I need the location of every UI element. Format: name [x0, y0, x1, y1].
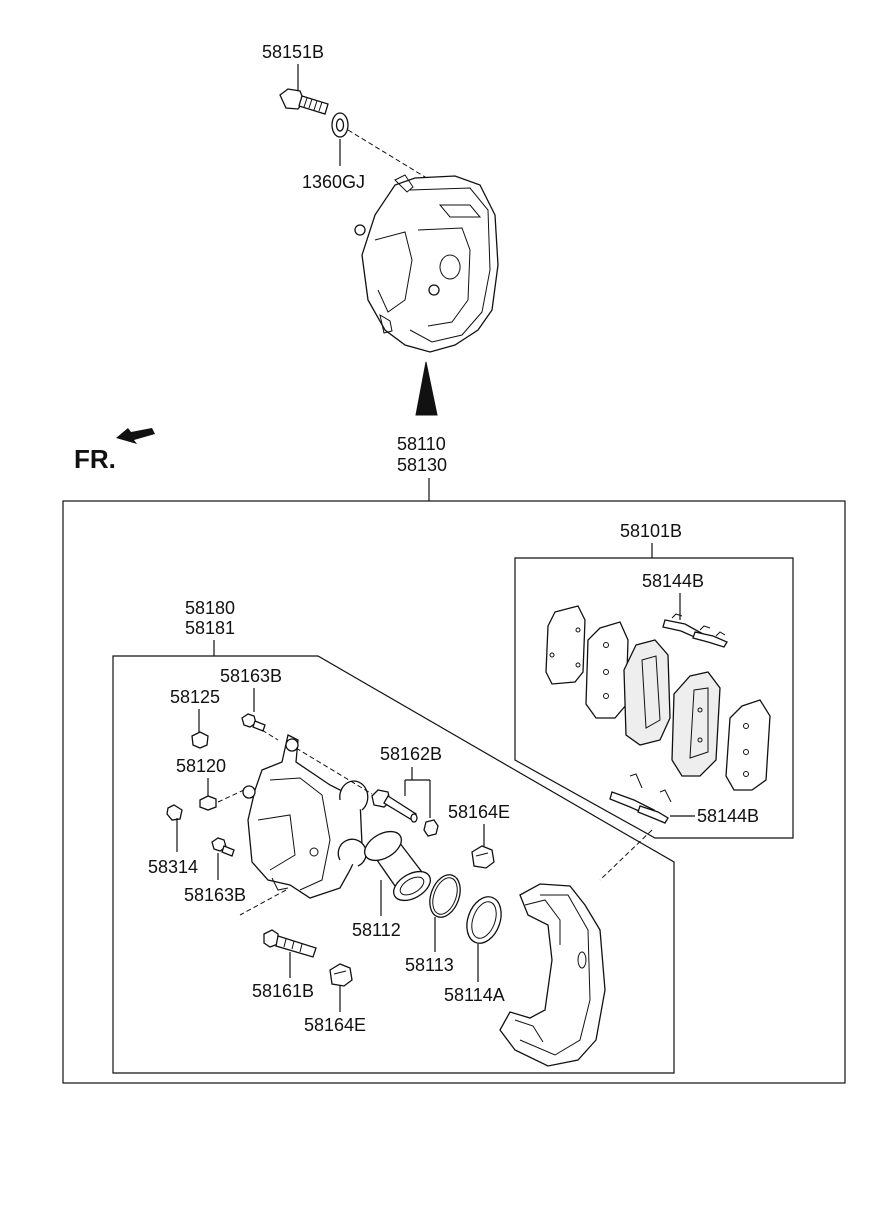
label-58162B: 58162B	[380, 744, 442, 764]
cap-58314	[166, 804, 183, 821]
shim-plate-left	[545, 605, 586, 685]
piston-seal-58113	[429, 874, 461, 918]
fr-label: FR.	[74, 444, 116, 474]
label-58120: 58120	[176, 756, 226, 776]
bleeder-58120	[199, 795, 217, 811]
label-58163B-lower: 58163B	[184, 885, 246, 905]
caliper-body-frame	[112, 655, 675, 1074]
label-58114A: 58114A	[444, 985, 505, 1005]
caliper-body-illustration	[242, 734, 369, 899]
label-58112: 58112	[352, 920, 401, 940]
label-58164E-lower: 58164E	[304, 1015, 366, 1035]
caliper-assembly-illustration	[354, 174, 499, 353]
label-58130: 58130	[397, 455, 447, 475]
label-58314: 58314	[148, 857, 198, 877]
pad-clip-top	[662, 613, 728, 648]
label-58163B-upper: 58163B	[220, 666, 282, 686]
front-direction-arrow-icon	[116, 428, 155, 444]
piston-boot-58114A	[466, 896, 502, 944]
label-58101B: 58101B	[620, 521, 682, 541]
label-58181: 58181	[185, 618, 235, 638]
label-58180: 58180	[185, 598, 235, 618]
assembly-pointer-arrow-icon	[415, 361, 438, 416]
label-1360GJ: 1360GJ	[302, 172, 365, 192]
boot-58164E-lower	[329, 963, 353, 987]
pad-kit-frame	[514, 557, 794, 839]
label-58164E-upper: 58164E	[448, 802, 510, 822]
washer-1360GJ: 1360GJ	[302, 112, 365, 192]
shim-plate-2	[585, 621, 629, 719]
label-58113: 58113	[405, 955, 454, 975]
label-58110: 58110	[397, 434, 446, 454]
brake-pad-outer	[671, 671, 721, 777]
guide-pin-bushing	[423, 819, 439, 837]
caliper-bracket-illustration	[499, 883, 606, 1067]
label-58151B: 58151B	[262, 42, 324, 62]
boot-58164E-upper	[471, 845, 495, 869]
shim-plate-right	[725, 699, 771, 791]
label-58144B-top: 58144B	[642, 571, 704, 591]
pad-clip-bottom	[609, 773, 672, 824]
guide-pin-58161B	[263, 929, 317, 958]
bolt-58163B-upper	[241, 713, 266, 732]
front-orientation: FR.	[74, 428, 155, 474]
label-58144B-bottom: 58144B	[697, 806, 759, 826]
label-58125: 58125	[170, 687, 220, 707]
top-bolt-58151B: 58151B	[262, 42, 329, 115]
label-58161B: 58161B	[252, 981, 314, 1001]
bolt-58163B-lower	[211, 837, 235, 857]
guide-pin-58162B	[371, 789, 418, 823]
piston-58112	[364, 830, 431, 902]
outer-frame	[62, 500, 846, 1084]
cap-58125	[191, 731, 209, 749]
brake-pad-inner	[623, 639, 671, 746]
